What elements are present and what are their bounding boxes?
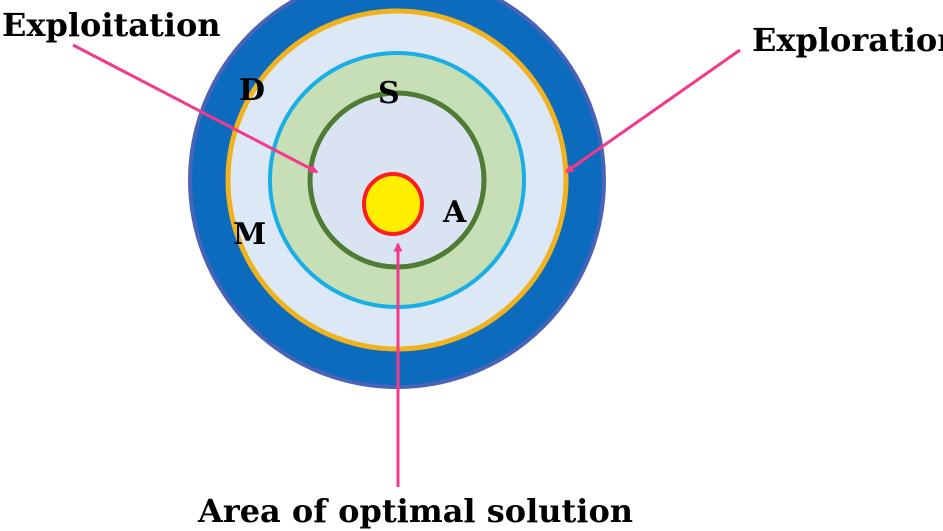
region-label-s: S [378, 76, 400, 111]
exploration-label: Exploration [752, 21, 943, 59]
region-label-a: A [442, 195, 467, 230]
exploitation-label: Exploitation [2, 6, 221, 44]
region-label-m: M [233, 217, 266, 252]
optimal-solution-area [362, 172, 424, 236]
optimal-area-label: Area of optimal solution [197, 492, 633, 530]
region-label-d: D [239, 73, 265, 108]
exploration-arrow [564, 48, 741, 174]
exploitation-arrow [72, 43, 319, 174]
